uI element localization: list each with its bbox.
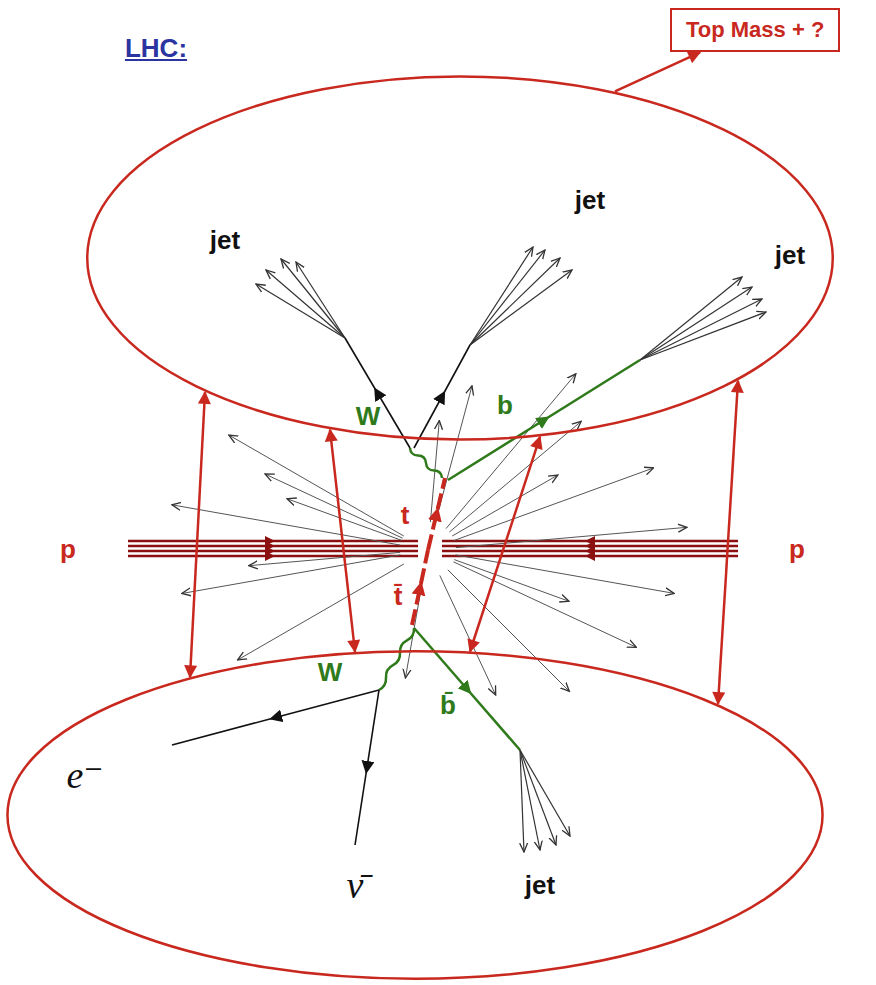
top-quark-line: [412, 478, 445, 625]
quark-line: [414, 345, 470, 448]
result-box: Top Mass + ?: [670, 8, 840, 52]
underlying-event: [172, 374, 687, 695]
electron-line: [172, 690, 379, 745]
proton-beam: [128, 541, 738, 556]
section-heading: LHC:: [125, 35, 187, 61]
neutrino-line: [355, 690, 379, 845]
region-outline: [7, 651, 822, 978]
leptonic-decay-region: Wb̄ e⁻ ν̄ jet: [5, 650, 825, 980]
region-outline: [87, 76, 833, 439]
particle-label: W: [318, 659, 343, 685]
jet-label: jet: [210, 227, 240, 253]
beam-label: p: [60, 536, 76, 562]
particle-label: t: [401, 502, 410, 528]
particle-symbol: ν̄: [347, 866, 364, 904]
particle-symbol: e⁻: [67, 756, 104, 794]
b-quark-line: [448, 360, 640, 480]
connector-arrow: [718, 381, 738, 704]
particle-label: W: [356, 403, 381, 429]
w-boson-wave: [379, 628, 414, 690]
particle-label: b: [497, 392, 513, 418]
connector-arrow: [615, 52, 700, 91]
node-text: Top Mass + ?: [686, 17, 824, 42]
jet-spray: [256, 247, 766, 852]
jet-label: jet: [525, 872, 555, 898]
particle-label: t̄: [394, 583, 403, 609]
connector-arrow: [470, 437, 540, 652]
b-quark-line: [414, 628, 520, 750]
jet-label: jet: [775, 242, 805, 268]
w-boson-wave: [410, 448, 442, 478]
jet-label: jet: [575, 187, 605, 213]
region-ellipse: [5, 650, 825, 980]
region-ellipse: [85, 75, 835, 441]
beam-label: p: [789, 536, 805, 562]
connector-arrow: [330, 430, 355, 652]
hadronic-decay-region: jet jet jetWb: [85, 75, 835, 441]
particle-label: b̄: [440, 692, 456, 718]
connector-arrow: [190, 392, 205, 677]
